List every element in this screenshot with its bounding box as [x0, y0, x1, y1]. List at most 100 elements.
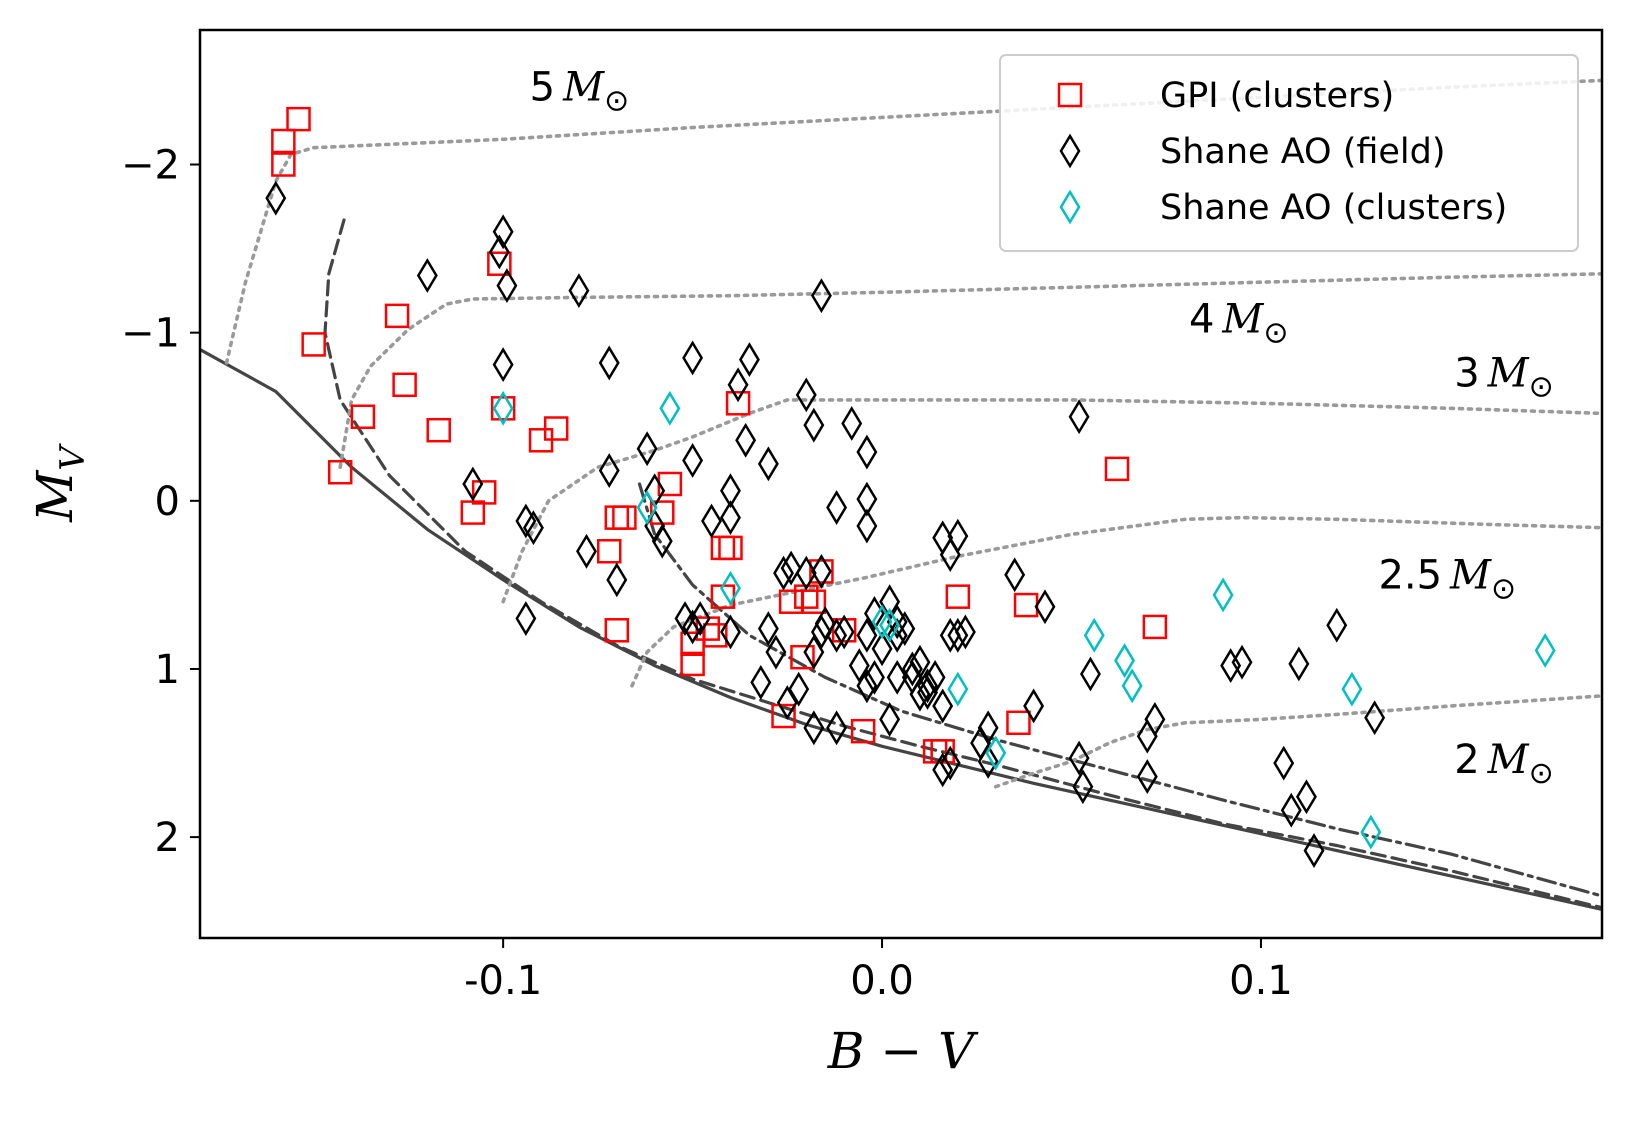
point-s1-39 — [788, 671, 810, 707]
point-s1-100 — [515, 601, 537, 636]
point-s1-54 — [856, 668, 878, 704]
point-s0-23 — [680, 651, 705, 677]
x-axis-label: B − V — [827, 1022, 979, 1080]
point-s1-14 — [606, 562, 628, 598]
point-s1-8 — [682, 340, 704, 376]
point-s1-22 — [689, 601, 711, 636]
point-s1-64 — [886, 659, 908, 695]
point-s2-0 — [492, 390, 514, 426]
point-s0-3 — [301, 332, 326, 357]
point-s1-67 — [932, 688, 954, 724]
point-s1-88 — [1136, 718, 1158, 754]
y-tick-label-4: 2 — [155, 815, 180, 861]
point-s1-98 — [1295, 779, 1317, 815]
point-s1-82 — [1023, 688, 1045, 724]
point-s1-44 — [810, 278, 832, 314]
sun-symbol: ⊙ — [1529, 369, 1554, 404]
point-s1-97 — [1280, 792, 1302, 828]
isochrone-curves — [200, 78, 1602, 911]
y-tick-label-3: 1 — [155, 647, 180, 693]
point-s1-1 — [492, 214, 514, 250]
point-s1-48 — [826, 490, 848, 525]
point-s1-25 — [720, 614, 741, 650]
point-s1-69 — [803, 710, 825, 746]
point-s1-105 — [848, 648, 870, 684]
mass-label-value: 5 — [530, 65, 563, 111]
curve-dotted-6 — [630, 515, 1602, 688]
mass-labels: 5 M⊙4 M⊙3 M⊙2.5 M⊙2 M⊙ — [530, 65, 1554, 792]
point-s1-103 — [886, 617, 908, 653]
point-s0-18 — [604, 618, 630, 643]
point-s1-20 — [682, 443, 704, 478]
point-s2-5 — [879, 607, 901, 643]
point-s1-86 — [1072, 769, 1094, 805]
point-s1-32 — [750, 664, 772, 700]
point-s0-24 — [718, 535, 743, 561]
point-s1-36 — [810, 554, 832, 589]
point-s1-89 — [1144, 701, 1166, 737]
point-s1-42 — [795, 377, 817, 413]
point-s1-10 — [462, 466, 484, 502]
point-s0-17 — [604, 505, 630, 530]
y-tick-label-1: −1 — [121, 311, 180, 357]
point-s1-4 — [416, 258, 438, 293]
point-s0-42 — [1104, 456, 1130, 482]
point-s1-68 — [826, 710, 848, 746]
point-s0-15 — [596, 539, 622, 564]
curve-dotted-4 — [338, 272, 1602, 469]
point-s1-79 — [977, 710, 999, 746]
y-tick-label-2: 0 — [155, 479, 180, 525]
point-s1-87 — [1068, 399, 1090, 435]
point-s1-2 — [488, 234, 510, 270]
legend: GPI (clusters)Shane AO (field)Shane AO (… — [999, 54, 1579, 252]
x-tick-label-1: 0.0 — [850, 958, 914, 1004]
point-s2-13 — [1360, 814, 1382, 850]
series-1 — [265, 180, 1386, 868]
point-s0-28 — [703, 623, 728, 648]
legend-marker-2 — [1059, 189, 1081, 225]
point-s1-26 — [757, 611, 779, 647]
point-s2-10 — [1121, 668, 1143, 704]
point-s1-30 — [757, 446, 779, 482]
point-s1-80 — [1004, 557, 1026, 593]
point-s1-27 — [727, 367, 749, 403]
point-s1-73 — [947, 617, 969, 653]
point-s0-0 — [286, 106, 311, 132]
mass-label-value: 4 — [1189, 297, 1222, 343]
point-s1-104 — [901, 651, 923, 687]
point-s1-45 — [841, 406, 863, 441]
point-s1-51 — [833, 614, 855, 650]
point-s1-43 — [803, 407, 825, 443]
mass-label-value: 3 — [1454, 350, 1487, 396]
point-s1-23 — [674, 601, 696, 636]
mass-label-m: M — [562, 65, 605, 111]
point-s1-33 — [780, 550, 802, 586]
point-s2-4 — [871, 604, 893, 640]
point-s1-58 — [879, 701, 901, 737]
point-s1-92 — [1231, 644, 1253, 680]
legend-box — [999, 54, 1579, 252]
sun-symbol: ⊙ — [604, 84, 629, 119]
point-s2-2 — [636, 490, 658, 525]
point-s1-77 — [932, 752, 954, 788]
curve-dotted-7 — [993, 694, 1602, 789]
sun-symbol: ⊙ — [1491, 571, 1516, 606]
point-s1-16 — [636, 431, 658, 467]
point-s1-29 — [720, 473, 741, 509]
point-s0-12 — [543, 416, 569, 441]
point-s0-2 — [271, 152, 296, 177]
point-s0-10 — [490, 396, 516, 421]
point-s0-27 — [725, 391, 751, 416]
plot-frame — [198, 28, 1604, 940]
point-s1-47 — [856, 508, 878, 544]
sun-symbol: ⊙ — [1263, 316, 1288, 351]
point-s1-15 — [576, 533, 597, 569]
curve-dashdot-2 — [637, 482, 1602, 898]
point-s0-7 — [426, 417, 451, 443]
x-tick-label-0: -0.1 — [464, 958, 542, 1004]
series-0 — [271, 106, 1168, 764]
point-s0-5 — [392, 372, 417, 398]
point-s0-32 — [794, 584, 819, 609]
